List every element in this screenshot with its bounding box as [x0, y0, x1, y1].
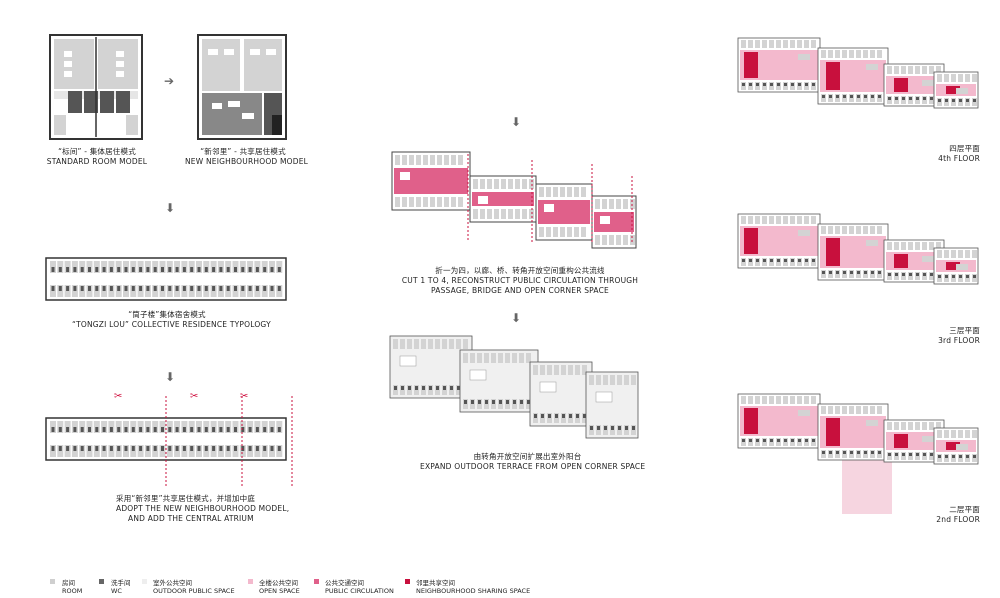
tongzi-lou-caption: “筒子楼”集体宿舍模式 “TONGZI LOU” COLLECTIVE RESI…: [72, 310, 271, 330]
legend-swatch-outdoor: [142, 579, 147, 584]
caption-en: NEW NEIGHBOURHOOD MODEL: [185, 157, 309, 166]
standard-room-plan: [49, 34, 143, 140]
floor-zh: 四层平面: [949, 144, 980, 153]
caption-en: EXPAND OUTDOOR TERRACE FROM OPEN CORNER …: [420, 462, 646, 471]
floor-4-caption: 四层平面 4th FLOOR: [930, 144, 980, 164]
floor-plan-4: [737, 37, 979, 109]
legend-swatch-wc: [99, 579, 104, 584]
caption-en: “TONGZI LOU” COLLECTIVE RESIDENCE TYPOLO…: [72, 320, 271, 329]
caption-zh: 采用“新邻里”共享居住模式，并增加中庭: [116, 494, 256, 503]
caption-en-1: CUT 1 TO 4, RECONSTRUCT PUBLIC CIRCULATI…: [401, 276, 639, 285]
cut-plan: [391, 151, 637, 249]
new-neighbourhood-plan: [197, 34, 287, 140]
legend-swatch-room: [50, 579, 55, 584]
arrow-down-icon: ⬇: [511, 115, 522, 129]
caption-zh: 由转角开放空间扩展出室外阳台: [473, 452, 582, 461]
standard-room-caption: “标间” - 集体居住模式 STANDARD ROOM MODEL: [45, 147, 149, 167]
expand-caption: 由转角开放空间扩展出室外阳台 EXPAND OUTDOOR TERRACE FR…: [420, 452, 646, 472]
cut-caption: 折一为四，以廊、桥、转角开放空间重构公共流线 CUT 1 TO 4, RECON…: [400, 266, 640, 296]
scissors-icon: ✂: [190, 391, 199, 402]
arrow-down-icon: ⬇: [165, 201, 176, 215]
floor-en: 4th FLOOR: [938, 154, 980, 163]
caption-en-1: ADOPT THE NEW NEIGHBOURHOOD MODEL,: [116, 504, 290, 513]
adopt-caption: 采用“新邻里”共享居住模式，并增加中庭 ADOPT THE NEW NEIGHB…: [116, 494, 289, 524]
arrow-down-icon: ⬇: [165, 370, 176, 384]
caption-zh: 折一为四，以廊、桥、转角开放空间重构公共流线: [435, 266, 605, 275]
atrium-plan: [45, 396, 293, 488]
terrace-plan: [389, 335, 639, 439]
scissors-icon: ✂: [240, 391, 249, 402]
new-neighbourhood-caption: “新邻里” - 共享居住模式 NEW NEIGHBOURHOOD MODEL: [185, 147, 309, 167]
arrow-down-icon: ⬇: [511, 311, 522, 325]
caption-zh: “标间” - 集体居住模式: [58, 147, 136, 156]
floor-3-caption: 三层平面 3rd FLOOR: [930, 326, 980, 346]
floor-zh: 三层平面: [949, 326, 980, 335]
floor-2-caption: 二层平面 2nd FLOOR: [930, 505, 980, 525]
legend-swatch-open: [248, 579, 253, 584]
caption-en: STANDARD ROOM MODEL: [46, 157, 148, 166]
legend-swatch-sharing: [405, 579, 410, 584]
legend-swatch-circulation: [314, 579, 319, 584]
arrow-right-icon: ➔: [164, 74, 175, 88]
caption-en-2: AND ADD THE CENTRAL ATRIUM: [128, 514, 254, 523]
scissors-icon: ✂: [114, 391, 123, 402]
caption-zh: “新邻里” - 共享居住模式: [200, 147, 286, 156]
floor-en: 2nd FLOOR: [936, 515, 980, 524]
floor-plan-2: [737, 393, 979, 514]
caption-zh: “筒子楼”集体宿舍模式: [128, 310, 206, 319]
caption-en-2: PASSAGE, BRIDGE AND OPEN CORNER SPACE: [431, 286, 609, 295]
tongzi-lou-plan: [45, 257, 287, 301]
floor-plan-3: [737, 213, 979, 285]
floor-en: 3rd FLOOR: [938, 336, 980, 345]
floor-zh: 二层平面: [949, 505, 980, 514]
